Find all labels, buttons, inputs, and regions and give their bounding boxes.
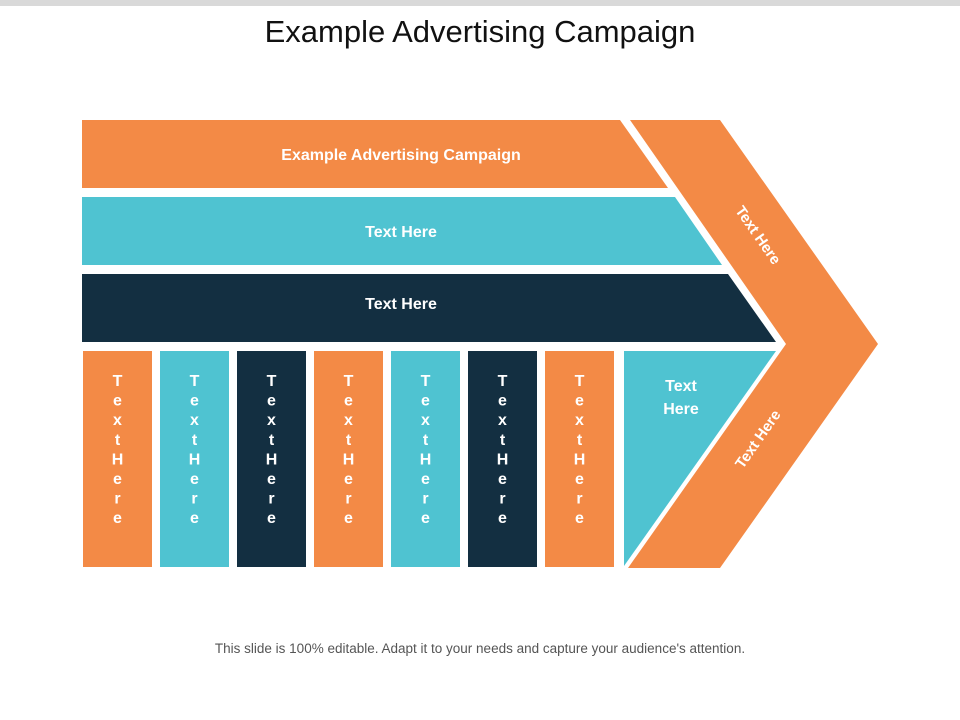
band-3 — [82, 274, 776, 342]
slide-title: Example Advertising Campaign — [264, 14, 696, 49]
inner-triangle — [624, 351, 776, 566]
column-4 — [314, 351, 383, 567]
triangle-label-line1: Text — [665, 378, 697, 395]
column-1 — [83, 351, 152, 567]
band-3-label: Text Here — [365, 296, 437, 313]
column-2 — [160, 351, 229, 567]
column-7 — [545, 351, 614, 567]
column-6 — [468, 351, 537, 567]
triangle-label-line2: Here — [663, 401, 699, 418]
band-2-label: Text Here — [365, 224, 437, 241]
column-5 — [391, 351, 460, 567]
band-1 — [82, 120, 668, 188]
band-1-label: Example Advertising Campaign — [281, 147, 520, 164]
footer-note: This slide is 100% editable. Adapt it to… — [214, 641, 746, 656]
column-3 — [237, 351, 306, 567]
arrow-chevron — [628, 120, 878, 568]
top-rule — [0, 0, 960, 6]
band-2 — [82, 197, 722, 265]
